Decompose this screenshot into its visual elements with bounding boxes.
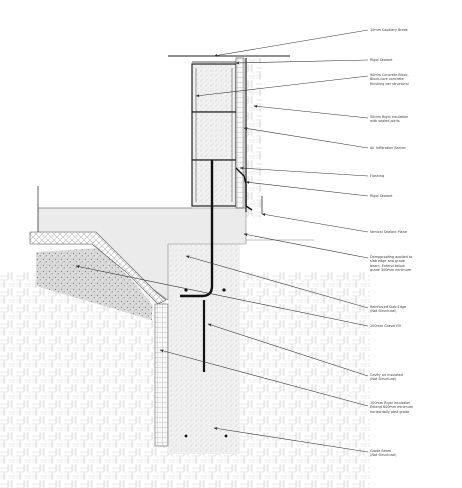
callout-rigid-insulation: 50mm Rigid insulation with sealed joints — [370, 115, 409, 124]
leader-lines — [75, 29, 369, 453]
callout-air-barrier: Air Infiltration Barrier — [370, 146, 406, 150]
callout-slab-edge: Reinforced Slab Edge (Not Structural) — [370, 305, 407, 314]
slab-insulation — [29, 231, 167, 305]
callout-foundation-insulation: 100mm Rigid Insulation Extend 600mm mini… — [370, 401, 414, 414]
leader-1 — [213, 29, 369, 57]
callout-dampproofing: Dampproofing applied to slab edge and gr… — [370, 255, 413, 272]
block-course-2 — [191, 111, 237, 161]
callout-rigid-sealant-bottom: Rigid Sealant — [370, 194, 393, 198]
leader-4 — [253, 104, 369, 119]
leader-8 — [261, 213, 369, 233]
foundation-insulation — [154, 303, 169, 447]
block-course-3 — [191, 159, 237, 207]
callout-capillary-break: 10mm Capillary Break — [370, 28, 408, 32]
leader-7 — [245, 180, 369, 197]
leader-2 — [235, 59, 369, 65]
leader-11 — [75, 265, 369, 327]
leader-14 — [213, 427, 369, 453]
callout-flashing: Flashing — [370, 174, 385, 178]
callout-grade-beam: Grade Beam (Not Structural) — [370, 449, 397, 458]
leader-9 — [243, 233, 369, 259]
leader-6 — [239, 166, 369, 177]
right-soil-hatch — [246, 58, 262, 218]
callout-rigid-sealant-top: Rigid Sealant — [370, 58, 393, 62]
leader-3 — [195, 75, 369, 98]
callout-vertical-sealant-plane: Vertical Sealant Plane — [370, 230, 407, 234]
callout-concrete-block: 90mm Concrete Block, Block-core concrete… — [370, 73, 409, 86]
flashing — [235, 167, 253, 211]
block-course-1 — [191, 63, 237, 113]
cavity-insulation — [235, 57, 245, 209]
callout-cavity: Cavity air insulated (Not Structural) — [370, 373, 403, 382]
leader-12 — [207, 323, 369, 377]
leader-5 — [243, 127, 369, 149]
leader-10 — [185, 255, 369, 309]
callout-gravel-fill: 100mm Gravel Fill — [370, 324, 401, 328]
gravel-fill — [36, 248, 152, 320]
leader-13 — [159, 349, 369, 407]
